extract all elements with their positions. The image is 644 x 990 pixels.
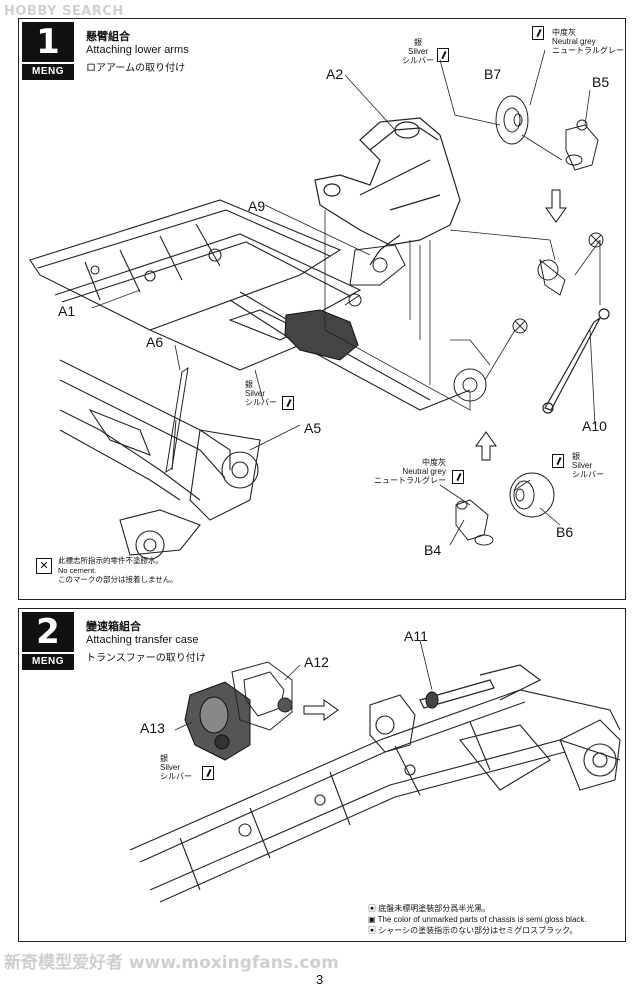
shock-absorber-a6 [165, 366, 189, 474]
chassis-color-note: ▣ 底盤未標明塗裝部分爲半光黑。 ▣ The color of unmarked… [368, 903, 587, 936]
note-en: ▣ The color of unmarked parts of chassis… [368, 915, 587, 924]
step2-number: 2 [22, 612, 74, 652]
chassis-frame-step1 [29, 199, 471, 411]
part-label-a2: A2 [326, 66, 344, 82]
paint-label-en: Neutral grey [552, 37, 596, 46]
transfer-case-installed [369, 694, 416, 753]
step1-title-zh: 懸臂組合 [86, 31, 130, 43]
paint-label-en: Neutral grey [402, 467, 446, 476]
note-jp: ▣ シャーシの塗装指示のない部分はセミグロスブラック。 [368, 926, 578, 935]
paint-label-zh: 銀 [572, 452, 580, 461]
part-label-a9: A9 [248, 198, 266, 214]
part-label-a5: A5 [304, 420, 322, 436]
step1-frame [18, 18, 626, 600]
paint-brush-icon [532, 26, 544, 40]
paint-label-jp: シルバー [160, 772, 192, 781]
paint-label-zh: 銀 [245, 380, 253, 389]
knuckle-b5 [565, 119, 599, 171]
direction-arrow-right [303, 699, 339, 721]
paint-label-zh: 中度灰 [422, 458, 446, 467]
paint-brush-icon [437, 48, 449, 62]
note-text: 底盤未標明塗裝部分爲半光黑。 [378, 904, 491, 913]
paint-label-en: Silver [245, 389, 266, 398]
step1-title-en: Attaching lower arms [86, 44, 189, 56]
step2-frame [18, 608, 626, 942]
transfer-case-a13 [184, 681, 251, 761]
note-zh: ▣ 底盤未標明塗裝部分爲半光黑。 [368, 904, 491, 913]
paint-grey-bottom: 中度灰 Neutral grey ニュートラルグレー [370, 458, 446, 485]
part-label-b5: B5 [592, 74, 610, 90]
paint-label-zh: 銀 [414, 38, 422, 47]
brake-disc-b7 [495, 95, 529, 145]
part-label-b4: B4 [424, 542, 442, 558]
lower-arm-a2 [314, 117, 461, 266]
meng-logo: MENG [22, 64, 74, 80]
step2-badge: 2 MENG [22, 612, 74, 670]
part-label-a10: A10 [582, 418, 607, 434]
paint-brush-icon [452, 470, 464, 484]
paint-label-jp: シルバー [402, 56, 434, 65]
paint-brush-icon [202, 766, 214, 780]
note-jp: このマークの部分は接着しません。 [58, 575, 178, 584]
paint-label-jp: シルバー [572, 470, 604, 479]
step1-title-jp: ロアアームの取り付け [86, 63, 186, 74]
part-label-a12: A12 [304, 654, 329, 670]
hub-assembly-right [453, 258, 566, 402]
note-text: シャーシの塗装指示のない部分はセミグロスブラック。 [378, 926, 578, 935]
note-zh: 此標志所指示的零件不塗膠水。 [58, 556, 163, 565]
paint-label-jp: シルバー [245, 398, 277, 407]
paint-silver-left: 銀 Silver シルバー [245, 380, 277, 407]
paint-label-zh: 中度灰 [552, 28, 576, 37]
part-label-b6: B6 [556, 524, 574, 540]
watermark-moxingfans: 新奇模型爱好者 www.moxingfans.com [4, 953, 339, 973]
no-cement-markers [512, 232, 604, 334]
paint-silver-bottom: 銀 Silver シルバー [572, 452, 604, 479]
paint-label-en: Silver [407, 47, 428, 56]
watermark-hobby-search: HOBBY SEARCH [4, 4, 124, 19]
tie-rod-a10 [542, 308, 610, 414]
step2-title-en: Attaching transfer case [86, 634, 199, 646]
no-cement-icon: ✕ [36, 558, 52, 574]
paint-label-jp: ニュートラルグレー [552, 46, 624, 55]
part-label-a6: A6 [146, 334, 164, 350]
direction-arrow-up [475, 431, 497, 461]
step1-number: 1 [22, 22, 74, 62]
meng-logo: MENG [22, 654, 74, 670]
no-cement-note: 此標志所指示的零件不塗膠水。 No cement. このマークの部分は接着しませ… [58, 556, 178, 585]
part-label-b7: B7 [484, 66, 502, 82]
step1-badge: 1 MENG [22, 22, 74, 80]
note-text: The color of unmarked parts of chassis i… [377, 915, 587, 924]
page-number: 3 [316, 972, 324, 987]
paint-silver-step2: 銀 Silver シルバー [160, 754, 192, 781]
transfer-case-a12 [231, 661, 293, 731]
paint-brush-icon [552, 454, 564, 468]
part-label-a11: A11 [404, 628, 428, 644]
note-en: No cement. [58, 565, 97, 575]
assembly-guide-lines-step2 [174, 639, 433, 731]
paint-label-en: Silver [160, 763, 181, 772]
paint-label-en: Silver [572, 461, 593, 470]
arm-a9 [344, 244, 406, 307]
step2-title-zh: 變速箱組合 [86, 621, 141, 633]
chassis-frame-lower [59, 359, 261, 560]
paint-silver-top: 銀 Silver シルバー [402, 38, 434, 65]
direction-arrow-down [545, 189, 567, 223]
part-label-a13: A13 [140, 720, 165, 736]
transmission-assembly-dark [284, 309, 359, 361]
assembly-guide-lines [91, 49, 601, 546]
step2-title-jp: トランスファーの取り付け [86, 653, 206, 664]
paint-label-jp: ニュートラルグレー [374, 476, 446, 485]
paint-brush-icon [282, 396, 294, 410]
part-label-a1: A1 [58, 303, 76, 319]
knuckle-b4 [455, 499, 494, 546]
paint-grey-top: 中度灰 Neutral grey ニュートラルグレー [552, 28, 624, 55]
brake-disc-b6 [509, 472, 555, 518]
chassis-frame-step2 [129, 689, 621, 903]
driveshaft-a11 [419, 664, 542, 709]
paint-label-zh: 銀 [160, 754, 168, 763]
